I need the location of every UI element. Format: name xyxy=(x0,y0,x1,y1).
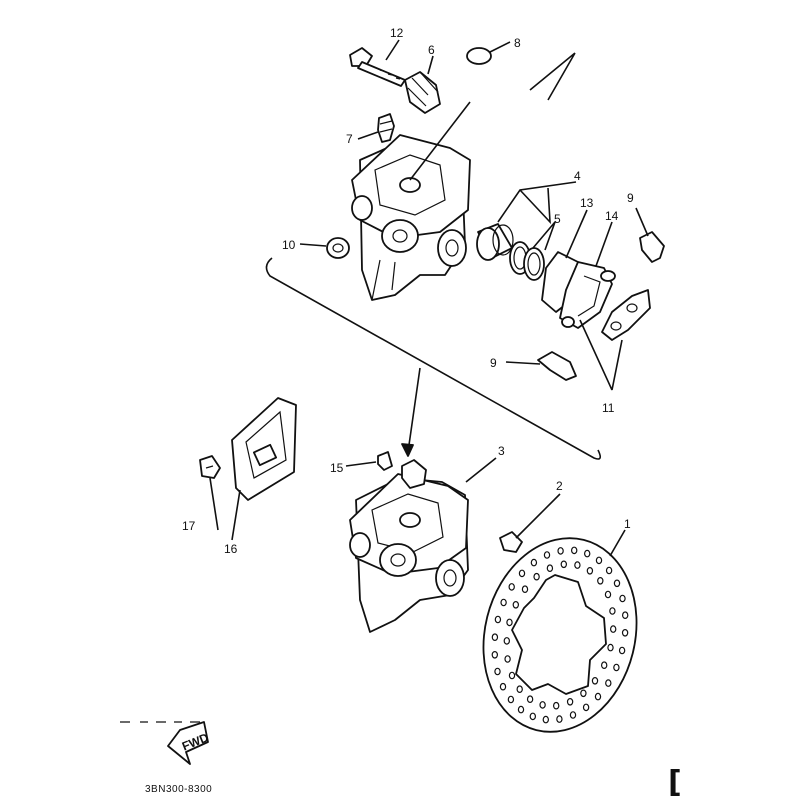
disc-hole xyxy=(613,663,620,672)
disc-hole xyxy=(582,703,590,712)
disc-hole xyxy=(605,566,613,575)
disc-hole xyxy=(619,594,626,603)
callout-10: 10 xyxy=(282,238,296,252)
piston-4 xyxy=(476,223,514,261)
brake-pads-13-14 xyxy=(541,251,616,329)
callout-9-lower: 9 xyxy=(490,356,497,370)
rubber-boot-6 xyxy=(404,71,441,114)
nut-10 xyxy=(326,237,350,259)
disc-hole xyxy=(508,671,516,680)
disc-hole xyxy=(621,628,629,637)
guard-plate-16 xyxy=(231,397,297,501)
disc-hole xyxy=(517,705,525,714)
disc-hole xyxy=(530,558,538,567)
caliper-bolt-12 xyxy=(349,47,406,87)
disc-hole xyxy=(506,618,513,627)
disc-hole xyxy=(529,712,537,721)
disc-hole xyxy=(609,607,616,615)
disc-hole xyxy=(584,549,591,558)
disc-hole xyxy=(521,585,529,594)
disc-hole xyxy=(539,701,546,709)
pad-shim xyxy=(601,289,651,341)
disc-hole xyxy=(607,643,614,652)
callout-labels: 1 2 3 4 5 6 7 8 9 10 12 13 14 9 11 15 16… xyxy=(182,26,634,556)
pad-clip-9-lower xyxy=(537,351,577,381)
disc-hole xyxy=(491,650,498,659)
callout-4: 4 xyxy=(574,169,581,183)
callout-17: 17 xyxy=(182,519,196,533)
upper-group-bracket xyxy=(265,257,602,460)
disc-hole xyxy=(574,561,581,569)
plate-bolt-17 xyxy=(199,455,221,479)
disc-hole xyxy=(613,579,621,588)
fwd-arrow-icon xyxy=(167,721,209,765)
assembly-arrow xyxy=(401,367,421,457)
disc-hole xyxy=(566,697,574,706)
disc-hole xyxy=(618,646,626,655)
callout-5: 5 xyxy=(554,212,561,226)
callout-16: 16 xyxy=(224,542,238,556)
disc-hole xyxy=(610,625,617,633)
lower-caliper-3 xyxy=(349,459,469,633)
disc-hole xyxy=(516,685,523,694)
disc-hole xyxy=(503,637,510,645)
disc-hole xyxy=(597,576,604,585)
disc-hole xyxy=(542,715,550,724)
pad-clip-9-upper xyxy=(639,231,665,263)
disc-hole xyxy=(569,711,577,719)
callout-1: 1 xyxy=(624,517,631,531)
piston-seals-5 xyxy=(509,241,545,281)
disc-hole xyxy=(507,695,515,704)
disc-hole xyxy=(518,569,526,578)
disc-hole xyxy=(601,661,608,670)
callout-6: 6 xyxy=(428,43,435,57)
corner-mark: [ xyxy=(668,765,682,800)
disc-hole xyxy=(500,598,507,607)
disc-hole xyxy=(494,615,502,624)
disc-hole xyxy=(560,560,568,569)
callout-7: 7 xyxy=(346,132,353,146)
disc-hole xyxy=(543,551,551,559)
disc-hole xyxy=(571,546,578,555)
callout-13: 13 xyxy=(580,196,594,210)
callout-11: 11 xyxy=(602,401,615,415)
disc-hole xyxy=(556,715,563,723)
disc-hole xyxy=(557,547,564,555)
leader-lines xyxy=(209,39,649,557)
callout-3: 3 xyxy=(498,444,505,458)
disc-hole xyxy=(553,701,560,710)
callout-9-upper: 9 xyxy=(627,191,634,205)
disc-hole xyxy=(605,679,612,687)
part-code: 3BN300-8300 xyxy=(145,784,212,795)
disc-hole xyxy=(580,689,587,698)
disc-hole xyxy=(526,695,534,704)
disc-hole xyxy=(491,633,499,642)
disc-hole xyxy=(508,583,515,591)
disc-hole xyxy=(494,667,501,676)
cap-8 xyxy=(466,47,492,65)
disc-hole xyxy=(504,655,511,663)
callout-12: 12 xyxy=(390,26,404,40)
bleed-screw-7 xyxy=(377,113,395,143)
disc-hole xyxy=(546,564,554,573)
disc-hole xyxy=(533,572,540,581)
disc-hole xyxy=(622,611,629,620)
callout-15: 15 xyxy=(330,461,344,475)
callout-8: 8 xyxy=(514,36,521,50)
disc-hole xyxy=(604,590,612,599)
disc-hole xyxy=(591,676,599,685)
disc-hole xyxy=(512,600,520,609)
disc-hole xyxy=(594,692,602,701)
callout-2: 2 xyxy=(556,479,563,493)
upper-caliper-bracket xyxy=(351,134,471,301)
brake-disc-1 xyxy=(482,537,638,733)
disc-hole xyxy=(595,556,603,565)
callout-14: 14 xyxy=(605,209,619,223)
bleed-cap-15 xyxy=(377,451,393,471)
disc-hole xyxy=(586,566,594,575)
disc-hole xyxy=(499,682,507,691)
